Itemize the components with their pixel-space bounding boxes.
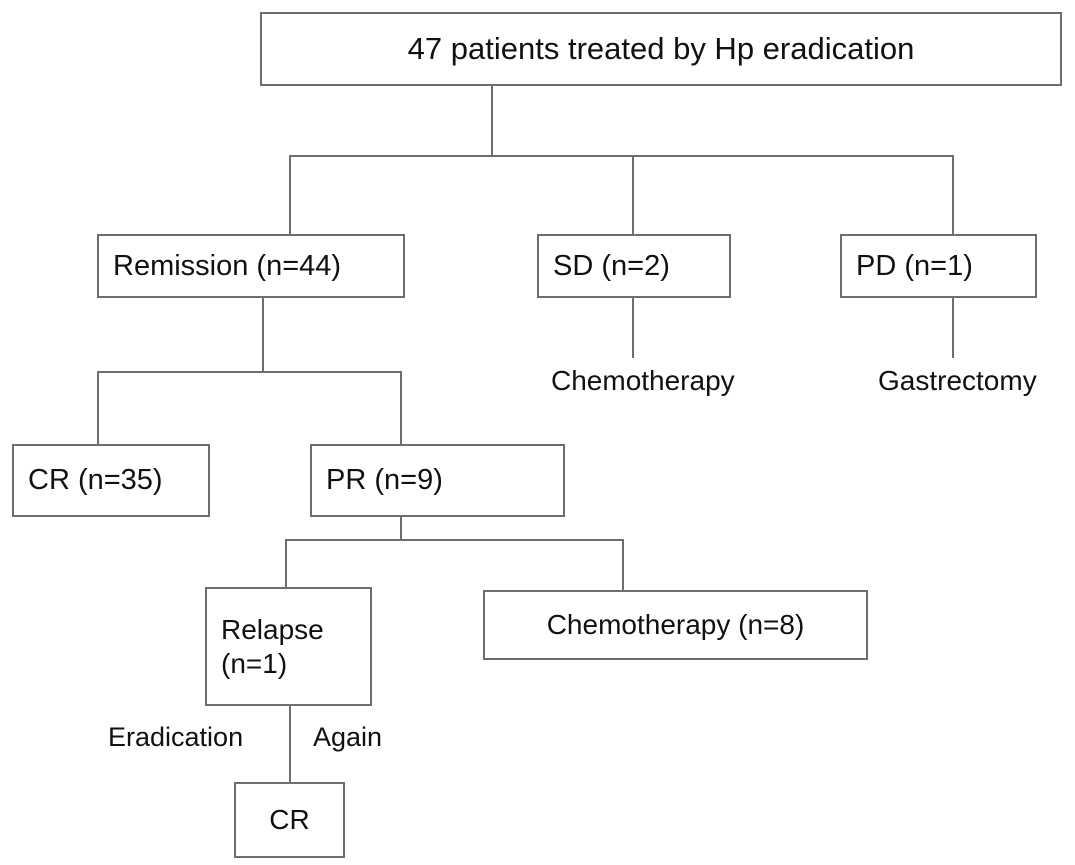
edge-label-eradication: Eradication [108,722,243,753]
node-cr-major-label: CR (n=35) [28,464,163,497]
node-pr-label: PR (n=9) [326,464,443,497]
node-chemotherapy-n8: Chemotherapy (n=8) [483,590,868,660]
node-remission: Remission (n=44) [97,234,405,298]
connector-drop-pd [952,155,954,235]
leaf-label-pd-outcome-text: Gastrectomy [878,365,1037,396]
connector-pd-to-gastrectomy [952,298,954,358]
node-sd: SD (n=2) [537,234,731,298]
edge-label-eradication-text: Eradication [108,722,244,752]
node-chemotherapy-n8-label: Chemotherapy (n=8) [546,609,805,641]
connector-pr-bus [285,539,624,541]
connector-drop-chemotherapy-n8 [622,539,624,590]
connector-drop-remission [289,155,291,235]
edge-label-again: Again [313,722,382,753]
node-cr-major: CR (n=35) [12,444,210,517]
node-pr: PR (n=9) [310,444,565,517]
edge-label-again-text: Again [313,722,383,752]
leaf-label-sd-outcome-text: Chemotherapy [551,365,735,396]
node-remission-label: Remission (n=44) [113,249,342,282]
connector-remission-bus [97,371,402,373]
connector-level1-bus [289,155,954,157]
node-cr-final: CR [234,782,345,858]
node-root-cohort-label: 47 patients treated by Hp eradication [407,30,915,66]
connector-pr-stem [400,517,402,541]
connector-root-stem [491,86,493,157]
connector-drop-cr-major [97,371,99,445]
node-root-cohort: 47 patients treated by Hp eradication [260,12,1062,86]
node-cr-final-label: CR [269,804,310,836]
connector-remission-stem [262,298,264,373]
connector-drop-pr [400,371,402,445]
node-relapse-label: Relapse (n=1) [221,614,324,679]
node-pd-label: PD (n=1) [856,249,973,282]
connector-drop-relapse [285,539,287,587]
leaf-label-pd-outcome: Gastrectomy [878,365,1037,397]
leaf-label-sd-outcome: Chemotherapy [551,365,735,397]
node-sd-label: SD (n=2) [553,249,670,282]
node-pd: PD (n=1) [840,234,1037,298]
node-relapse: Relapse (n=1) [205,587,372,706]
connector-sd-to-chemotherapy [632,298,634,358]
connector-drop-sd [632,155,634,235]
connector-relapse-to-cr-final [289,706,291,784]
